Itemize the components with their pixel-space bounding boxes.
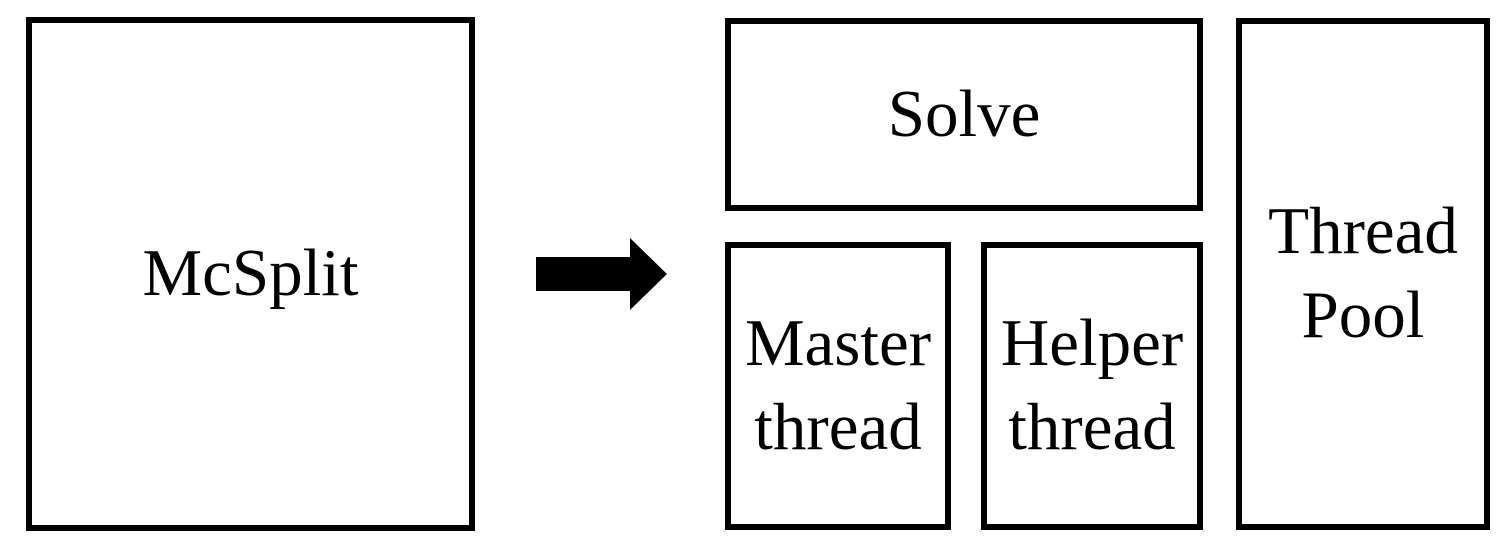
mcsplit-box: McSplit [26, 17, 475, 531]
right-arrow-icon [536, 238, 667, 310]
solve-box: Solve [725, 18, 1203, 211]
mcsplit-label: McSplit [142, 236, 359, 311]
solve-label: Solve [887, 76, 1041, 151]
